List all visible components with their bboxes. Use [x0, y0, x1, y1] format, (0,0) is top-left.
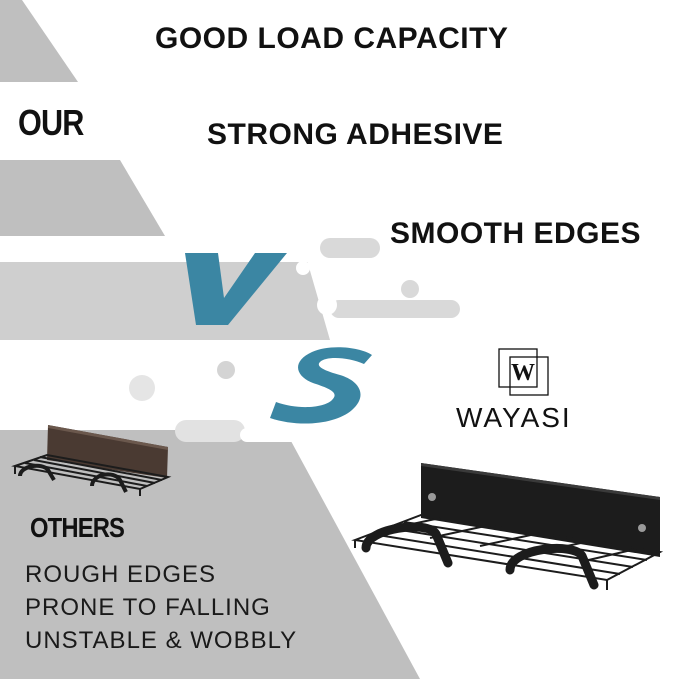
streak — [320, 272, 390, 288]
streak — [175, 420, 245, 442]
s-letter-shape — [270, 347, 372, 424]
black-shelf-basket — [351, 513, 664, 590]
black-backplate — [421, 463, 660, 557]
gray-lower-panel — [0, 430, 420, 679]
others-label: OTHERS — [30, 512, 125, 543]
streak — [0, 236, 320, 262]
drawback-rough-edges: ROUGH EDGES — [25, 561, 217, 588]
feature-smooth-edges: SMOOTH EDGES — [390, 217, 642, 250]
streak-dot — [296, 261, 310, 275]
brand-name: WAYASI — [456, 402, 572, 433]
streak — [350, 320, 460, 334]
s-letter — [270, 347, 372, 424]
streak-dot — [217, 361, 235, 379]
streak — [240, 428, 679, 442]
front-rail-left — [361, 522, 453, 568]
drawback-prone-to-falling: PRONE TO FALLING — [25, 594, 271, 621]
logo-frame — [498, 348, 549, 396]
streak-dot — [129, 375, 155, 401]
black-backplate-top — [421, 463, 660, 500]
screw — [428, 493, 436, 501]
v-letter-shape — [185, 253, 287, 325]
streak-dot — [317, 295, 337, 315]
streak — [320, 238, 380, 258]
front-rail-right — [505, 543, 599, 590]
gray-top-triangle — [0, 0, 78, 82]
v-letter — [185, 253, 287, 325]
streak — [330, 300, 460, 318]
wood-shelf-basket — [11, 453, 172, 496]
screw — [638, 524, 646, 532]
wayasi-logo-icon: W — [498, 348, 550, 396]
drawback-unstable-wobbly: UNSTABLE & WOBBLY — [25, 627, 298, 654]
streak-dot — [401, 280, 419, 298]
gray-band-upper — [0, 160, 165, 236]
wood-backplate — [47, 425, 168, 478]
streak-dot — [249, 384, 261, 396]
our-label: OUR — [18, 102, 84, 143]
headline-load-capacity: GOOD LOAD CAPACITY — [155, 22, 509, 55]
wood-backplate-edge — [48, 425, 168, 450]
logo-letter: W — [511, 360, 535, 386]
feature-strong-adhesive: STRONG ADHESIVE — [207, 118, 504, 151]
